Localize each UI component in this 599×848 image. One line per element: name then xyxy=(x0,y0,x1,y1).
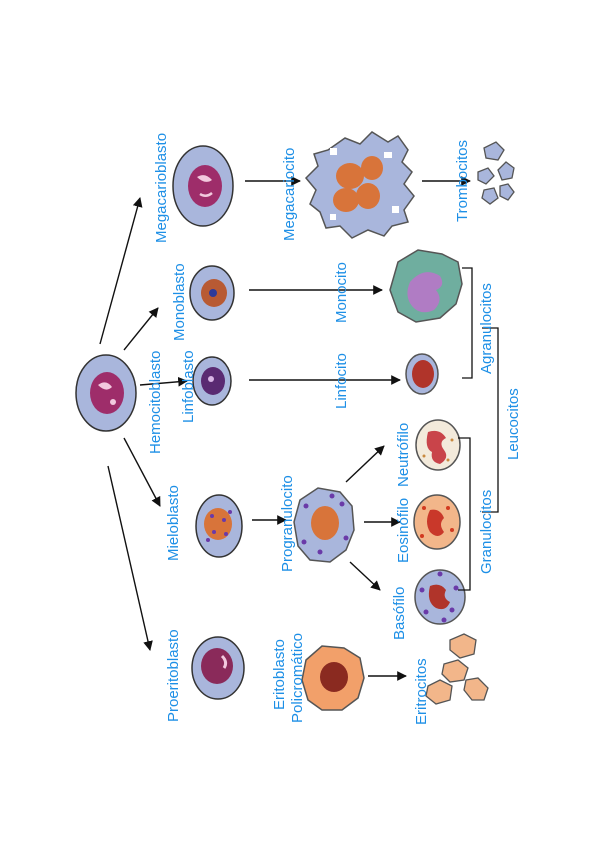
label-monocito: Monocito xyxy=(333,262,350,323)
granulocitos-bracket xyxy=(458,437,471,591)
arrow-to-mieloblasto xyxy=(123,437,161,507)
label-eosinofilo: Eosinófilo xyxy=(395,498,412,563)
proeritoblasto-cell xyxy=(191,636,245,700)
eritrocitos-cells xyxy=(425,633,489,705)
label-linfoblasto: Linfoblasto xyxy=(180,350,197,423)
label-trombocitos: Trombocitos xyxy=(454,140,471,222)
megacariocito-cell xyxy=(304,131,415,239)
label-policromatico: Policromático xyxy=(289,633,306,723)
labels: Megacarioblasto Megacariocito Trombocito… xyxy=(147,133,522,725)
label-neutrofilo: Neutrófilo xyxy=(395,423,412,487)
arrow-to-megacarioblasto xyxy=(99,197,143,345)
label-hemocitoblasto: Hemocitoblasto xyxy=(147,351,164,454)
neutrofilo-cell xyxy=(415,419,461,471)
trombocitos-cells xyxy=(477,141,515,205)
arrow-to-basofilo xyxy=(349,561,381,591)
label-leucocitos: Leucocitos xyxy=(505,388,522,460)
arrow-to-monoblasto xyxy=(123,307,159,351)
label-agranulocitos: Agranulocitos xyxy=(478,283,495,374)
label-eritoblasto: Eritoblasto xyxy=(271,639,288,710)
hemocitoblasto-cell xyxy=(75,354,137,432)
label-proeritoblasto: Proeritoblasto xyxy=(165,629,182,722)
linfoblasto-cell xyxy=(192,356,232,406)
brackets xyxy=(458,267,499,591)
linfocito-cell xyxy=(405,353,439,395)
arrow-to-proeritoblasto xyxy=(107,465,153,651)
basofilo-cell xyxy=(414,569,466,625)
label-megacarioblasto: Megacarioblasto xyxy=(153,133,170,243)
label-basofilo: Basófilo xyxy=(391,587,408,640)
agranulocitos-bracket xyxy=(462,267,473,379)
megacarioblasto-cell xyxy=(172,145,234,227)
progranulocito-cell xyxy=(293,487,355,563)
arrow-to-neutrofilo xyxy=(345,445,385,483)
label-granulocitos: Granulocitos xyxy=(478,490,495,574)
eritoblasto-policromatico-cell xyxy=(301,645,365,711)
mieloblasto-cell xyxy=(195,494,243,558)
leucocitos-bracket xyxy=(482,327,499,513)
label-megacariocito: Megacariocito xyxy=(281,148,298,241)
arrows xyxy=(99,176,471,681)
label-eritrocitos: Eritrocitos xyxy=(413,658,430,725)
label-linfocito: Linfocito xyxy=(333,353,350,409)
label-mieloblasto: Mieloblasto xyxy=(165,485,182,561)
eosinofilo-cell xyxy=(413,494,461,550)
label-progranulocito: Progranulocito xyxy=(279,475,296,572)
monocito-cell xyxy=(389,249,463,323)
monoblasto-cell xyxy=(189,265,235,321)
arrow-to-linfoblasto xyxy=(139,376,188,387)
label-monoblasto: Monoblasto xyxy=(171,263,188,341)
